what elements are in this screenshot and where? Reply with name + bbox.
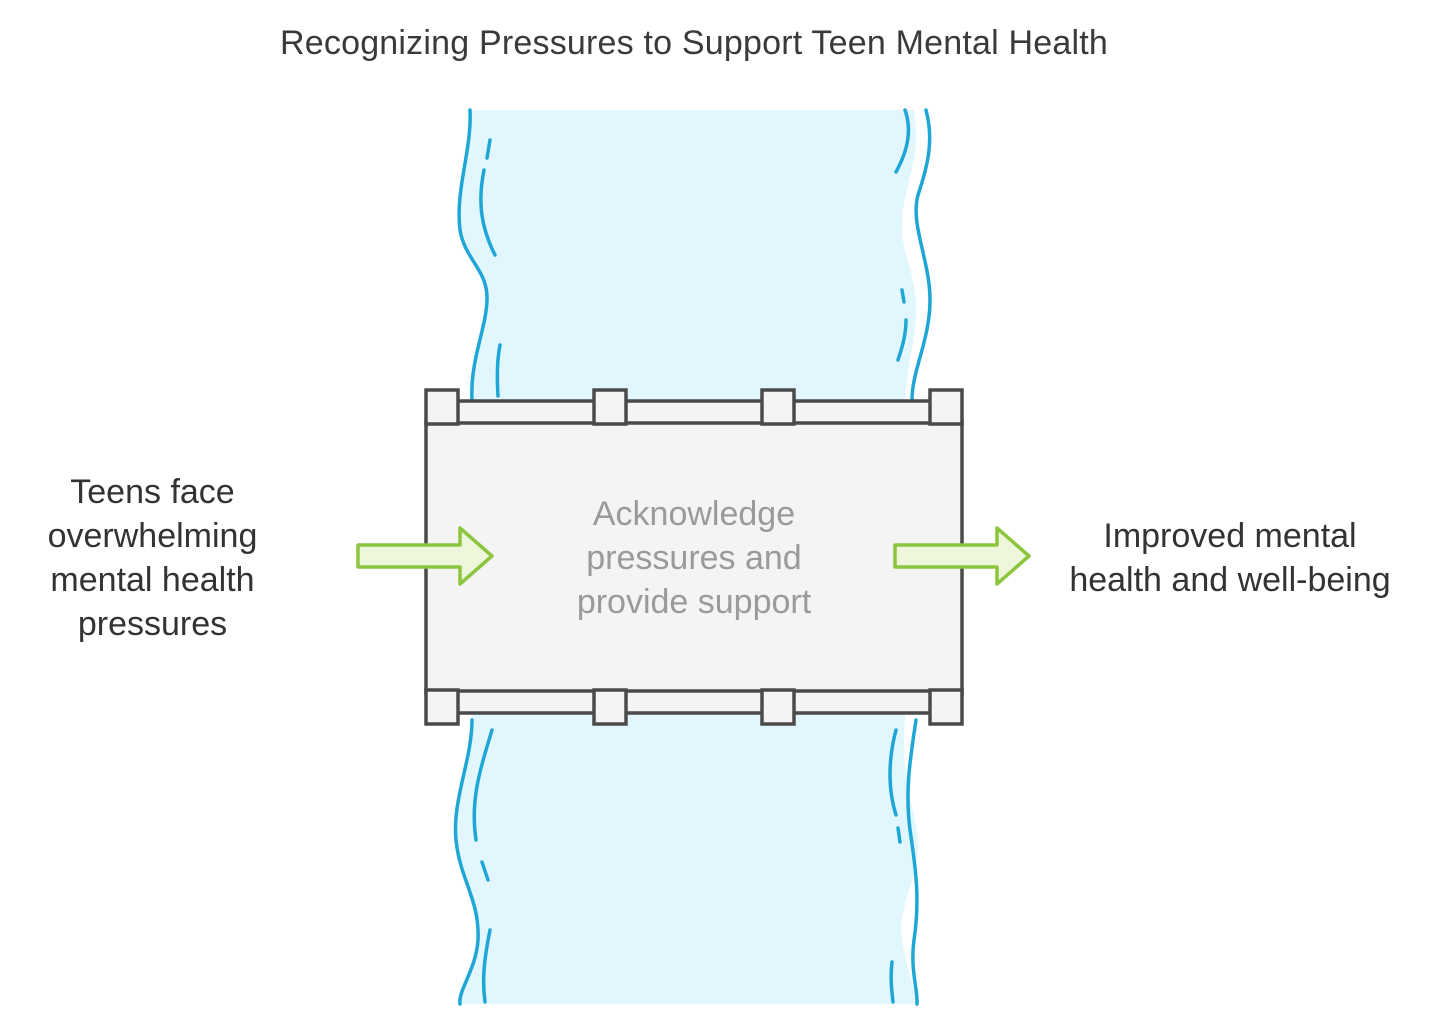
bridge-post	[592, 388, 628, 426]
bridge-bottom-rail	[438, 689, 952, 715]
input-arrow-icon	[356, 526, 494, 586]
input-label-line: Teens face	[70, 473, 235, 511]
bridge-post	[760, 688, 796, 726]
bridge	[424, 388, 964, 726]
bridge-post	[424, 688, 460, 726]
river-right-ripple	[894, 108, 911, 362]
output-label-line: health and well-being	[1069, 561, 1391, 599]
river-left-bank	[453, 718, 480, 1006]
output-label: Improved mental health and well-being	[1040, 514, 1420, 602]
river-left-bank	[457, 108, 489, 402]
river-right-bank	[910, 108, 932, 402]
bridge-post	[592, 688, 628, 726]
river-left-ripple	[479, 138, 502, 398]
bridge-post	[760, 388, 796, 426]
output-arrow-icon	[893, 526, 1031, 586]
bridge-post	[424, 388, 460, 426]
input-label-line: overwhelming	[47, 517, 258, 555]
bridge-label: Acknowledge pressures and provide suppor…	[530, 492, 858, 624]
bridge-top-rail	[438, 399, 952, 425]
bridge-label-line: pressures and	[586, 539, 802, 577]
river-right-ripple	[888, 728, 902, 1004]
input-label-line: pressures	[77, 605, 228, 643]
diagram-title: Recognizing Pressures to Support Teen Me…	[280, 24, 1108, 62]
river-left-ripple	[472, 728, 494, 1004]
bridge-post	[928, 388, 964, 426]
input-label-line: mental health	[50, 561, 255, 599]
bridge-label-line: provide support	[576, 583, 812, 621]
output-label-line: Improved mental	[1103, 517, 1357, 555]
bridge-label-line: Acknowledge	[592, 495, 796, 533]
river-right-bank	[906, 718, 919, 1006]
input-label: Teens face overwhelming mental health pr…	[20, 470, 285, 646]
bridge-post	[928, 688, 964, 726]
